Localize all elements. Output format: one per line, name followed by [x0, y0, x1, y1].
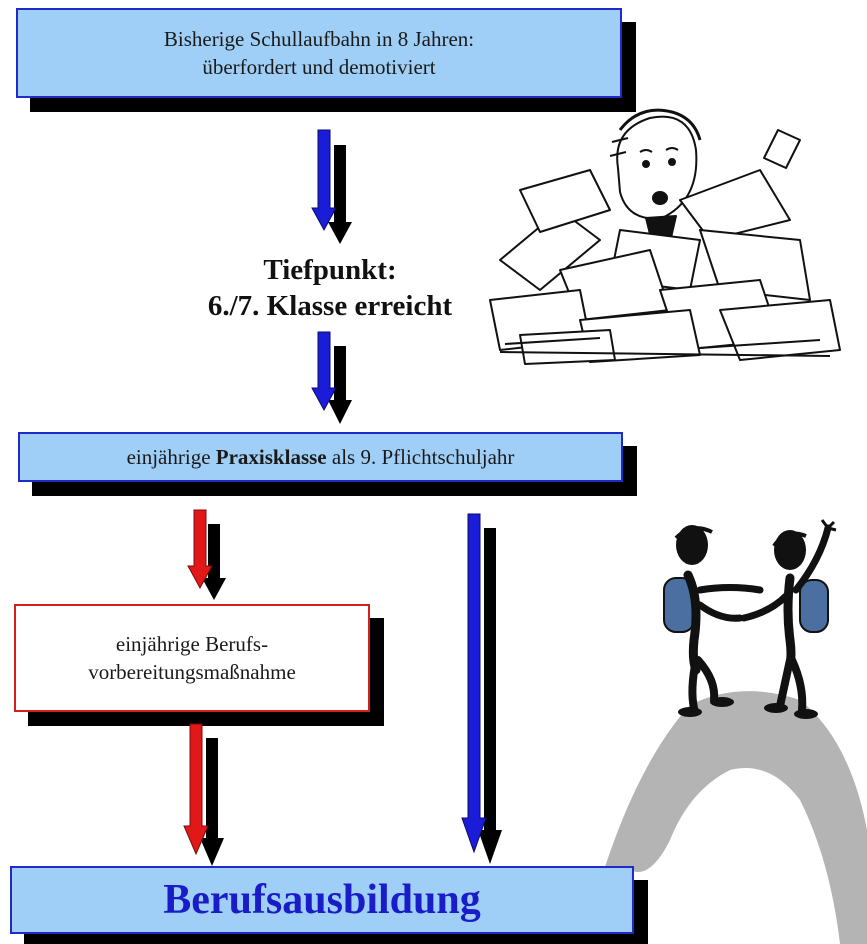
tiefpunkt-label: Tiefpunkt: 6./7. Klasse erreicht [150, 252, 510, 324]
arrow-shadow [202, 524, 226, 600]
berufsvorb-line2: vorbereitungsmaßnahme [88, 660, 296, 684]
arrow-tiefpunkt-to-praxis [311, 331, 352, 424]
praxisklasse-text: einjährige Praxisklasse als 9. Pflichtsc… [127, 443, 515, 471]
arrow-shadow [200, 738, 224, 866]
arrow-top-to-tiefpunkt [311, 129, 352, 244]
arrow-praxis-to-ausbildung [461, 513, 502, 864]
berufsvorb-line1: einjährige Berufs- [115, 632, 269, 656]
berufsausbildung-label: Berufsausbildung [163, 877, 481, 923]
arrow-red [183, 723, 209, 856]
current-schooling-line2: überfordert und demotiviert [202, 55, 436, 79]
arrow-berufsvorb-to-ausbildung [183, 723, 224, 866]
berufsvorbereitung-box: einjährige Berufs- vorbereitungsmaßnahme [14, 604, 370, 712]
tiefpunkt-line1: Tiefpunkt: [263, 254, 397, 286]
two-hikers-on-mountain-illustration [604, 519, 867, 944]
person-buried-in-papers-illustration [489, 108, 841, 365]
arrow-shadow [328, 346, 352, 424]
current-schooling-box: Bisherige Schullaufbahn in 8 Jahren: übe… [16, 8, 622, 98]
arrow-praxis-to-berufsvorb [187, 509, 226, 600]
tiefpunkt-line2: 6./7. Klasse erreicht [207, 290, 453, 322]
berufsausbildung-box: Berufsausbildung [10, 866, 634, 934]
arrow-shadow [478, 528, 502, 864]
arrow-red [187, 509, 213, 590]
arrow-blue [311, 331, 337, 412]
arrow-blue [461, 513, 487, 854]
praxis-bold: Praxisklasse [215, 445, 327, 469]
arrow-blue [311, 129, 337, 232]
current-schooling-line1: Bisherige Schullaufbahn in 8 Jahren: [163, 27, 475, 51]
arrow-shadow [328, 145, 352, 244]
praxisklasse-box: einjährige Praxisklasse als 9. Pflichtsc… [18, 432, 623, 482]
praxis-suffix: als 9. Pflichtschuljahr [326, 445, 515, 469]
praxis-prefix: einjährige [126, 445, 216, 469]
